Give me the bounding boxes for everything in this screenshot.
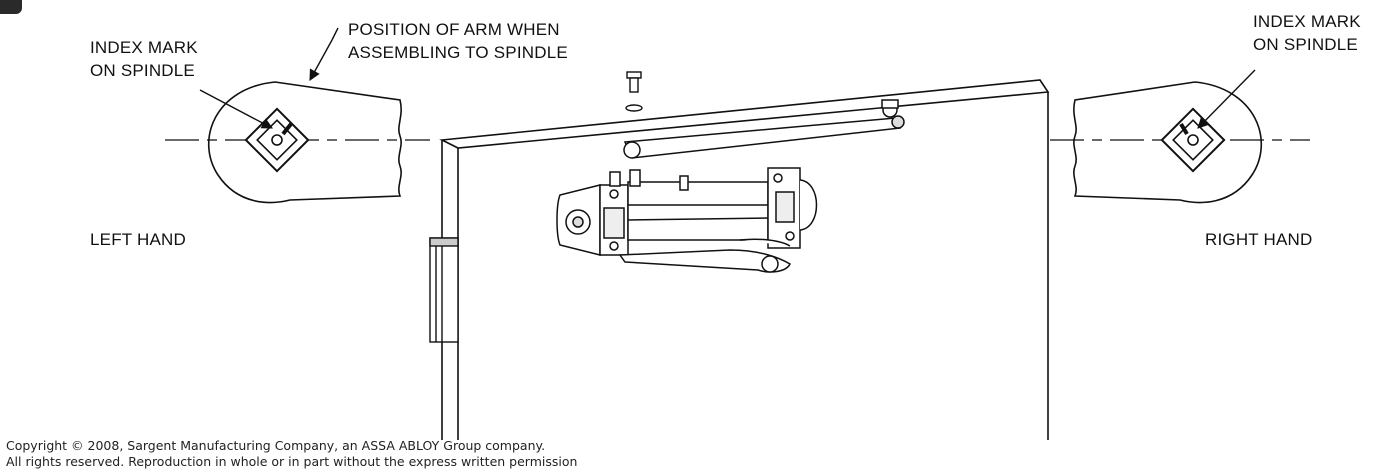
index-mark-left-label-2: ON SPINDLE [90,61,195,80]
index-mark-right-label-1: INDEX MARK [1253,12,1361,31]
copyright-line-1: Copyright © 2008, Sargent Manufacturing … [6,438,546,453]
index-mark-right-label-2: ON SPINDLE [1253,35,1358,54]
index-mark-left-label-1: INDEX MARK [90,38,198,57]
position-arm-label-1: POSITION OF ARM WHEN [348,20,560,39]
door-closer-icon [556,167,818,273]
closer-arm [623,99,905,159]
screw-icon [625,71,643,112]
hinge-icon [429,237,459,343]
right-hand-label: RIGHT HAND [1205,230,1313,249]
step-badge-icon [0,0,22,14]
spindle-arm-left-icon [165,27,430,204]
position-arm-label-2: ASSEMBLING TO SPINDLE [348,43,568,62]
left-hand-label: LEFT HAND [90,230,186,249]
spindle-arm-right-icon [1050,69,1310,204]
